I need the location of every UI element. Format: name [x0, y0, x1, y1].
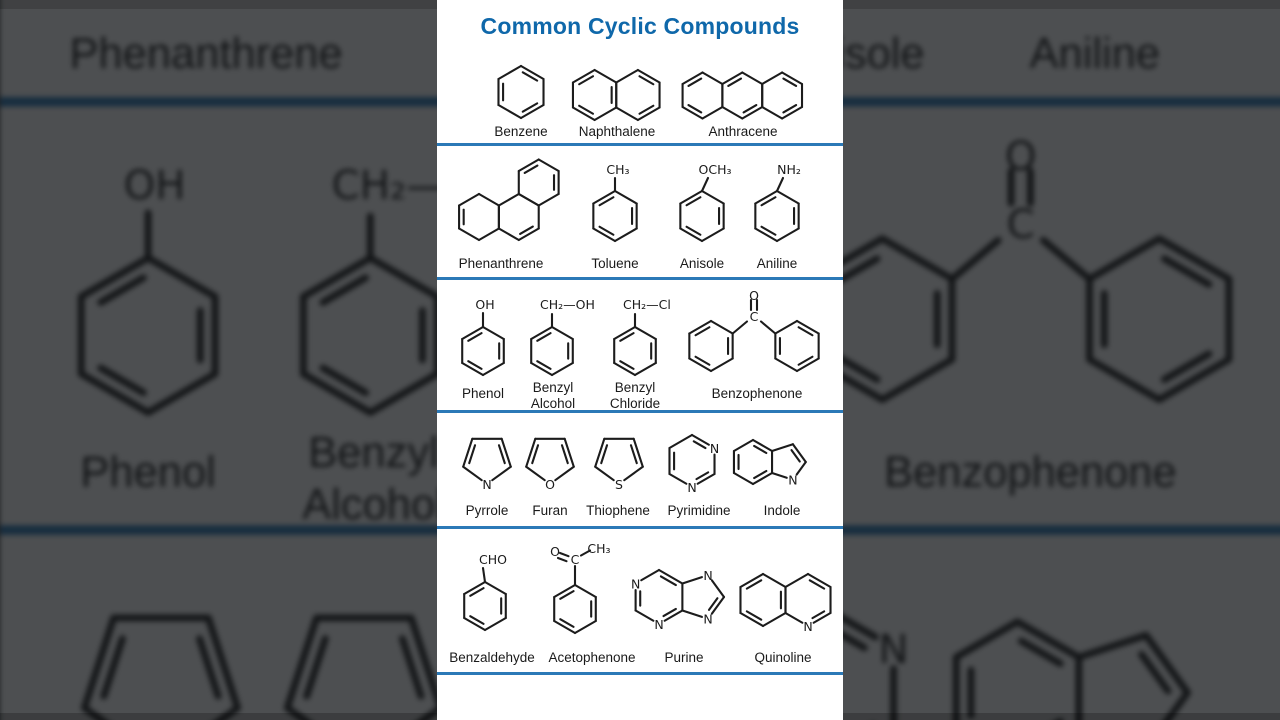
pyrrole-structure: N: [462, 437, 512, 492]
compound-label: Anisole: [679, 256, 725, 271]
section-divider: [437, 526, 843, 529]
compound-label: Phenol: [461, 386, 505, 401]
compound-label: Pyrrole: [465, 503, 509, 518]
section-divider: [437, 277, 843, 280]
compound-label: Benzophenone: [711, 386, 803, 401]
atom-label: N: [631, 576, 640, 591]
atom-label: C: [571, 552, 580, 567]
compound-label: Benzaldehyde: [449, 650, 535, 665]
benzaldehyde-structure: CHO: [463, 552, 507, 632]
toluene-structure: CH₃: [592, 162, 638, 243]
atom-label: O: [550, 544, 560, 559]
aniline-structure: NH₂: [754, 162, 801, 243]
atom-label: O: [545, 477, 555, 492]
atom-label: N: [788, 473, 797, 488]
page-title: Common Cyclic Compounds: [480, 13, 800, 39]
benzyl-alcohol-structure: CH₂—OH: [530, 297, 595, 377]
benzophenone-structure: CO: [688, 288, 820, 373]
benzene-structure: [497, 64, 545, 120]
acetophenone-structure: CO CH₃: [550, 541, 611, 635]
thiophene-structure: S: [594, 437, 644, 492]
purine-structure: N N N N: [631, 568, 726, 632]
compound-label: Toluene: [591, 256, 639, 271]
anthracene-structure: [681, 71, 804, 120]
phenol-structure: OH: [461, 297, 505, 377]
compound-label-line: Chloride: [609, 395, 661, 411]
atom-label: CH₃: [587, 541, 610, 556]
atom-label: C: [750, 309, 759, 324]
atom-label: N: [482, 477, 491, 492]
compound-label: Indole: [763, 503, 801, 518]
compound-label: Naphthalene: [578, 124, 656, 139]
section-divider: [437, 672, 843, 675]
atom-label: CH₂—Cl: [623, 297, 671, 312]
atom-label: O: [749, 288, 759, 303]
phenanthrene-structure: [458, 158, 560, 242]
anisole-structure: OCH₃: [679, 162, 732, 243]
compound-label-line: Alcohol: [530, 395, 576, 411]
indole-structure: N: [732, 438, 807, 488]
atom-label: OH: [475, 297, 494, 312]
atom-label: S: [615, 477, 623, 492]
atom-label: N: [703, 568, 712, 583]
atom-label: N: [654, 617, 663, 632]
section-divider: [437, 143, 843, 146]
benzyl-chloride-structure: CH₂—Cl: [613, 297, 671, 377]
atom-label: CH₃: [606, 162, 629, 177]
compound-label: Aniline: [756, 256, 798, 271]
atom-label: N: [687, 480, 696, 495]
compound-label: Phenanthrene: [458, 256, 544, 271]
compound-label: Acetophenone: [548, 650, 636, 665]
atom-label: CH₂—OH: [540, 297, 595, 312]
atom-label: CHO: [479, 552, 507, 567]
naphthalene-structure: [571, 68, 661, 122]
compound-label: Anthracene: [708, 124, 778, 139]
compound-label: Pyrimidine: [667, 503, 731, 518]
compound-chart-panel: Common Cyclic Compounds Benzene Naphthale…: [437, 0, 843, 720]
compound-label: Purine: [664, 650, 704, 665]
compound-label-line: Benzyl: [614, 380, 656, 395]
compound-label: Furan: [532, 503, 568, 518]
furan-structure: O: [525, 437, 575, 492]
atom-label: N: [703, 612, 712, 627]
compound-label: Benzene: [494, 124, 548, 139]
atom-label: N: [803, 619, 812, 634]
compound-label-line: Benzyl: [532, 380, 574, 395]
atom-label: OCH₃: [699, 162, 732, 177]
section-divider: [437, 410, 843, 413]
compound-label: Quinoline: [754, 650, 812, 665]
quinoline-structure: N: [739, 572, 832, 634]
atom-label: N: [710, 441, 719, 456]
compound-label: Thiophene: [586, 503, 650, 518]
atom-label: NH₂: [777, 162, 801, 177]
pyrimidine-structure: NN: [668, 433, 719, 495]
